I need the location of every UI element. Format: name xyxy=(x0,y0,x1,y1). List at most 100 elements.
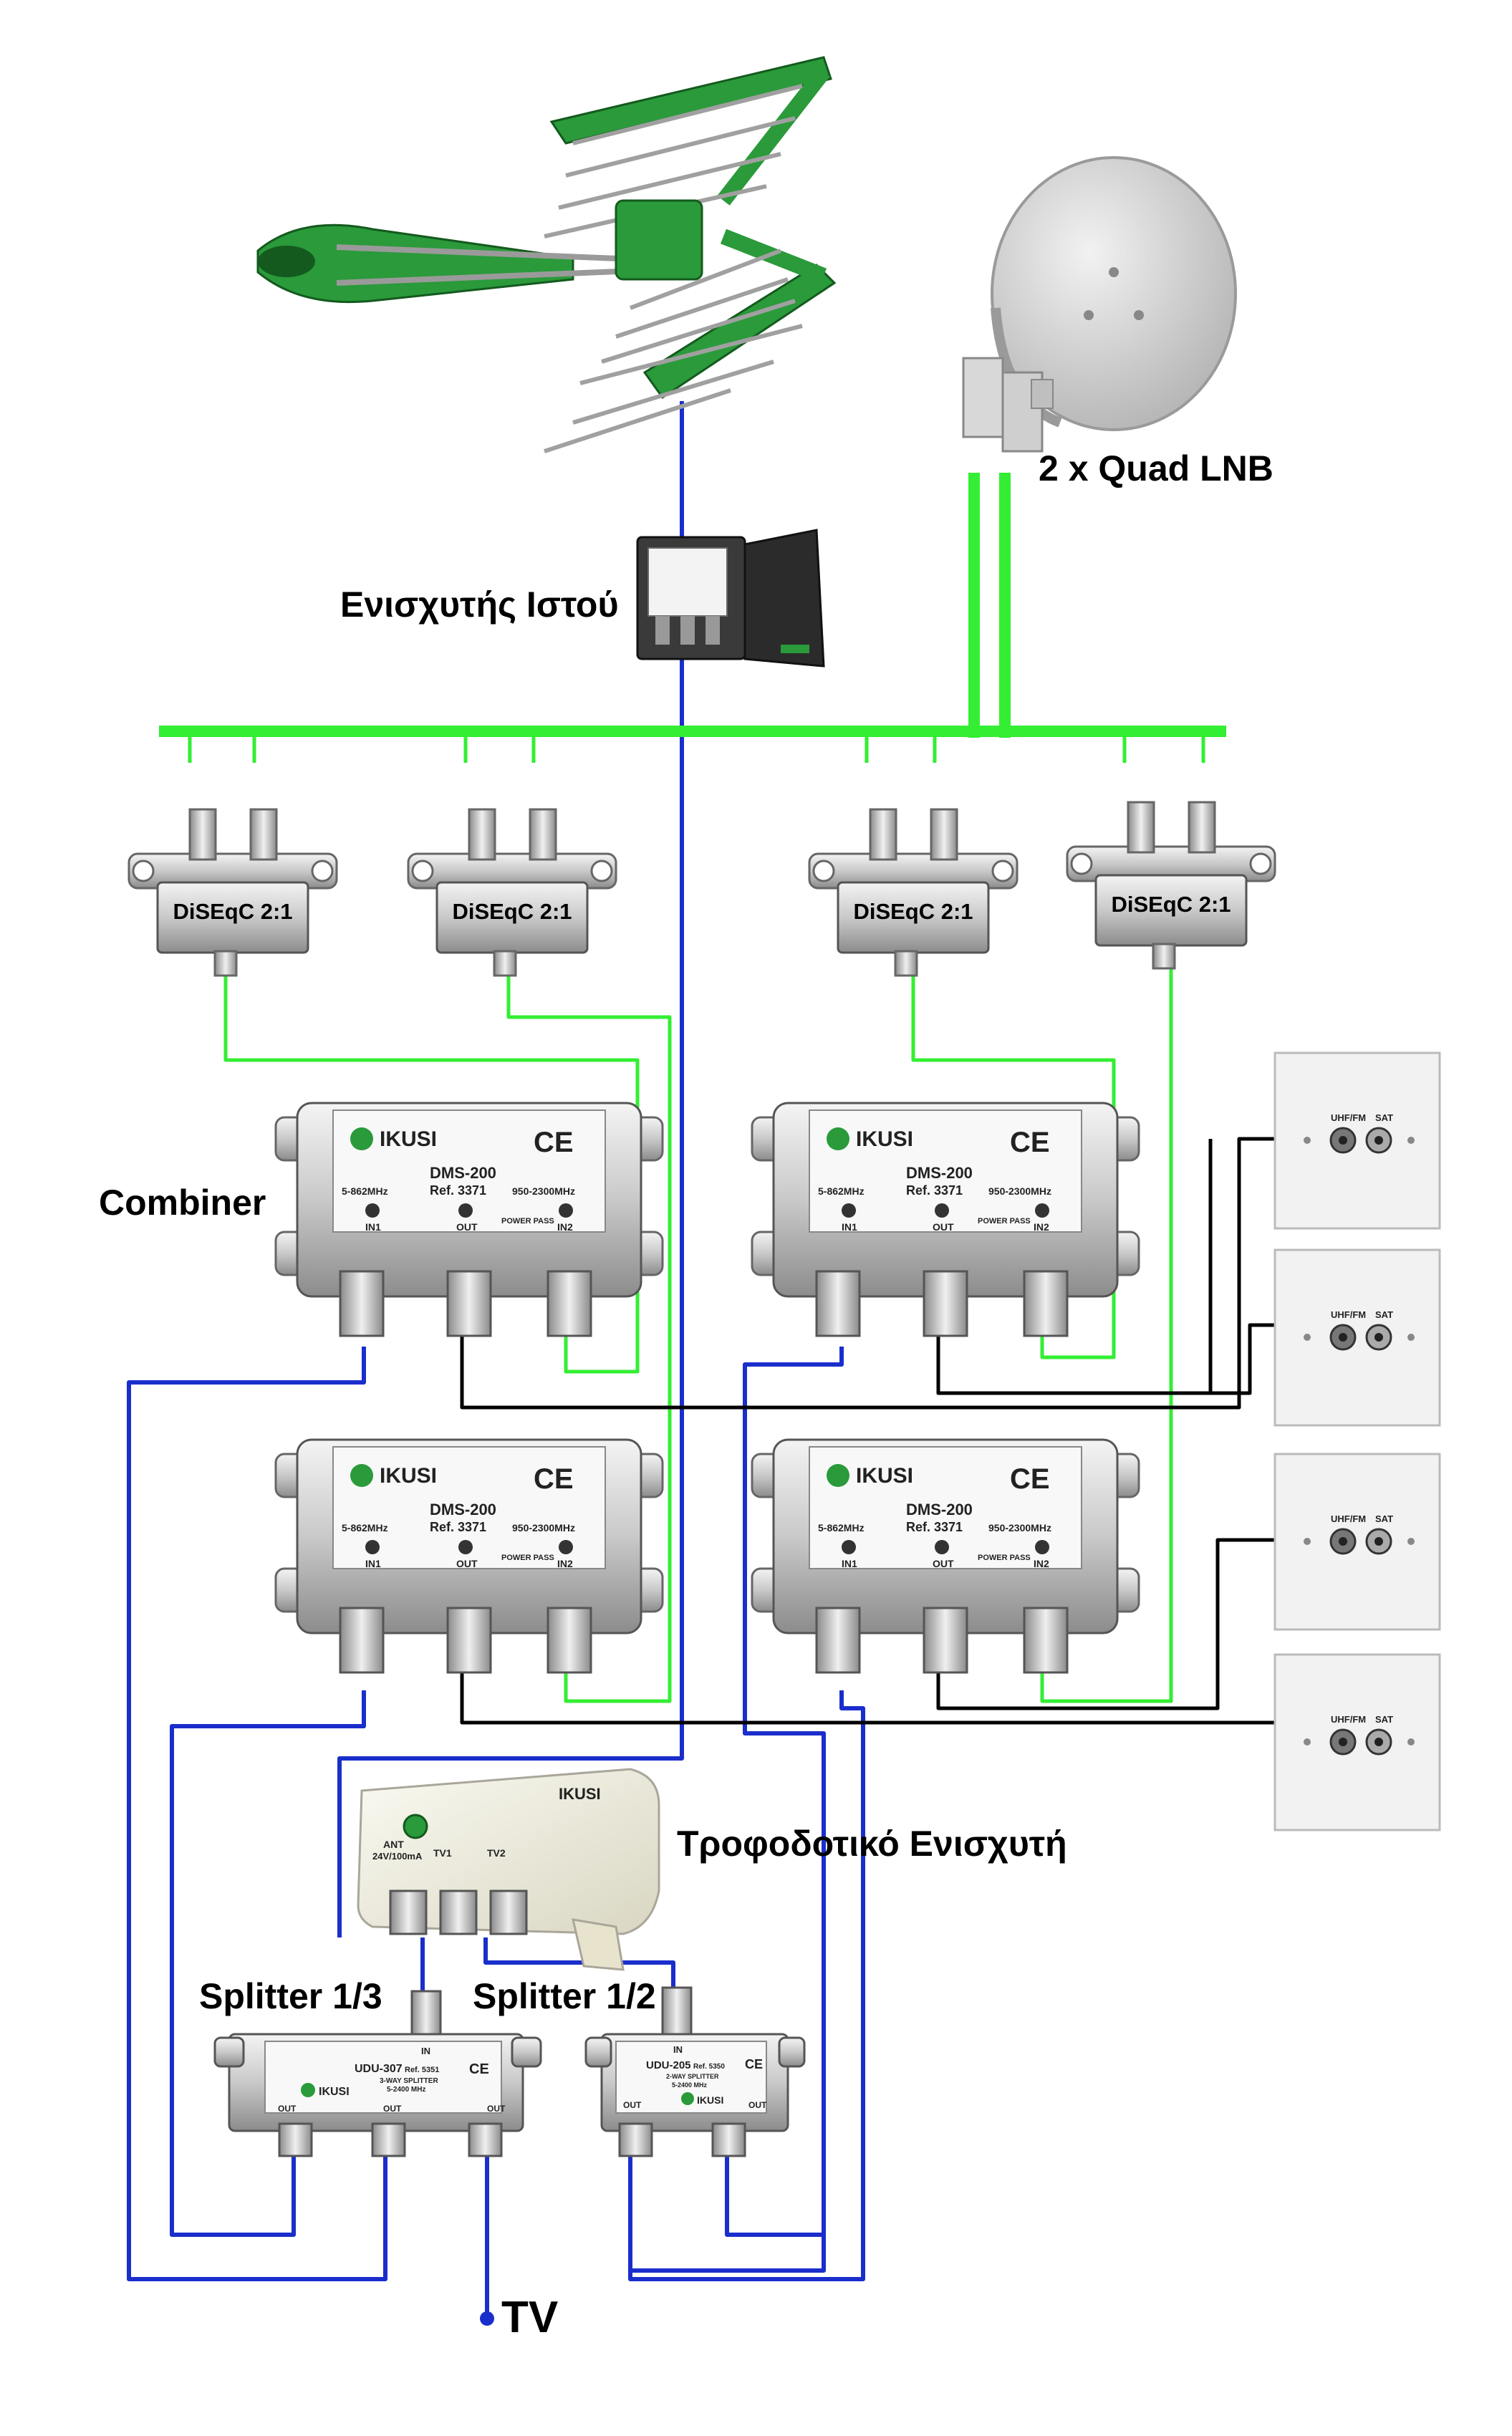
combiner-4: IKUSI CE DMS-200 Ref. 3371 5-862MHz 950-… xyxy=(751,1438,1140,1674)
lnb-cable-1 xyxy=(968,473,980,738)
svg-text:5-862MHz: 5-862MHz xyxy=(818,1185,865,1197)
svg-text:IN2: IN2 xyxy=(1034,1558,1049,1569)
diseqc-switch-3: DiSEqC 2:1 xyxy=(808,808,1019,977)
svg-text:POWER PASS: POWER PASS xyxy=(501,1554,554,1562)
svg-text:5-2400 MHz: 5-2400 MHz xyxy=(387,2086,425,2094)
splitter-1-3: IN UDU-307 Ref. 5351 3-WAY SPLITTER 5-24… xyxy=(213,1990,542,2157)
mast-feed-line xyxy=(337,401,684,1937)
combiner-1: IKUSI CE DMS-200 Ref. 3371 5-862MHz 950-… xyxy=(274,1102,664,1337)
combiner3-in1-line xyxy=(170,1690,366,2237)
amplifier-power-supply: IKUSI ANT 24V/100mA TV1 TV2 xyxy=(357,1768,660,1971)
svg-text:UHF/FM: UHF/FM xyxy=(1331,1309,1366,1320)
svg-text:CE: CE xyxy=(534,1463,574,1495)
svg-text:IN1: IN1 xyxy=(842,1221,857,1233)
svg-text:IKUSI: IKUSI xyxy=(380,1127,437,1151)
svg-text:TV2: TV2 xyxy=(487,1847,506,1859)
satellite-dish-icon xyxy=(962,156,1237,453)
svg-text:5-862MHz: 5-862MHz xyxy=(342,1522,388,1534)
wall-outlet-4: UHF/FM SAT xyxy=(1273,1653,1441,1831)
svg-text:SAT: SAT xyxy=(1375,1714,1393,1725)
svg-text:TV1: TV1 xyxy=(433,1847,452,1859)
svg-text:Ref. 3371: Ref. 3371 xyxy=(906,1183,963,1198)
combiner4-in1-line xyxy=(628,1690,865,2281)
splitter-1-3-label: Splitter 1/3 xyxy=(199,1976,382,2016)
sat-bus-bar xyxy=(159,726,1226,737)
psu-to-splitter12 xyxy=(483,1937,675,1991)
svg-text:SAT: SAT xyxy=(1375,1309,1393,1320)
svg-text:OUT: OUT xyxy=(487,2104,506,2114)
svg-text:UHF/FM: UHF/FM xyxy=(1331,1714,1366,1725)
svg-text:IKUSI: IKUSI xyxy=(380,1464,437,1488)
svg-text:IN2: IN2 xyxy=(1034,1221,1049,1233)
svg-text:IKUSI: IKUSI xyxy=(319,2086,350,2098)
svg-text:IN1: IN1 xyxy=(842,1558,857,1569)
diseqc-switch-4: DiSEqC 2:1 xyxy=(1066,801,1276,970)
wall-outlet-3: UHF/FM SAT xyxy=(1273,1453,1441,1631)
svg-text:CE: CE xyxy=(1010,1127,1050,1158)
wall-outlet-2: UHF/FM SAT xyxy=(1273,1248,1441,1427)
svg-text:POWER PASS: POWER PASS xyxy=(978,1554,1031,1562)
svg-text:SAT: SAT xyxy=(1375,1112,1393,1123)
svg-text:5-862MHz: 5-862MHz xyxy=(818,1522,865,1534)
outlet-wires xyxy=(460,1137,1275,1725)
svg-text:POWER PASS: POWER PASS xyxy=(978,1217,1031,1226)
tv-label: TV xyxy=(501,2293,559,2342)
svg-text:5-2400 MHz: 5-2400 MHz xyxy=(672,2081,708,2089)
splitter-1-2-label: Splitter 1/2 xyxy=(473,1976,656,2016)
svg-text:5-862MHz: 5-862MHz xyxy=(342,1185,388,1197)
svg-text:DMS-200: DMS-200 xyxy=(430,1164,496,1182)
svg-text:DMS-200: DMS-200 xyxy=(430,1501,496,1518)
svg-text:UHF/FM: UHF/FM xyxy=(1331,1112,1366,1123)
svg-text:DMS-200: DMS-200 xyxy=(906,1164,973,1182)
combiner-label: Combiner xyxy=(99,1183,266,1223)
combiner-3: IKUSI CE DMS-200 Ref. 3371 5-862MHz 950-… xyxy=(274,1438,664,1674)
svg-text:OUT: OUT xyxy=(933,1221,954,1233)
svg-text:OUT: OUT xyxy=(456,1558,478,1569)
svg-text:IN: IN xyxy=(673,2044,683,2055)
svg-text:Ref. 3371: Ref. 3371 xyxy=(906,1520,963,1534)
svg-text:IKUSI: IKUSI xyxy=(856,1464,913,1488)
svg-text:DiSEqC 2:1: DiSEqC 2:1 xyxy=(1111,892,1231,917)
svg-text:CE: CE xyxy=(1010,1463,1050,1495)
svg-text:IKUSI: IKUSI xyxy=(697,2094,723,2106)
svg-text:POWER PASS: POWER PASS xyxy=(501,1217,554,1226)
svg-text:24V/100mA: 24V/100mA xyxy=(372,1851,423,1862)
svg-text:IN: IN xyxy=(421,2046,430,2056)
combiner-2: IKUSI CE DMS-200 Ref. 3371 5-862MHz 950-… xyxy=(751,1102,1140,1337)
svg-text:Ref. 3371: Ref. 3371 xyxy=(430,1520,486,1534)
svg-text:IN2: IN2 xyxy=(557,1221,573,1233)
lnb-cable-2 xyxy=(999,473,1011,738)
svg-text:IKUSI: IKUSI xyxy=(559,1785,601,1803)
svg-text:UDU-205: UDU-205 xyxy=(646,2059,691,2071)
mast-amplifier-icon xyxy=(636,529,825,668)
svg-text:2-WAY SPLITTER: 2-WAY SPLITTER xyxy=(666,2073,719,2080)
svg-text:OUT: OUT xyxy=(456,1221,478,1233)
svg-text:Ref. 5350: Ref. 5350 xyxy=(693,2063,725,2071)
psu-led-icon xyxy=(403,1814,428,1839)
svg-text:OUT: OUT xyxy=(383,2104,402,2114)
svg-text:Ref. 3371: Ref. 3371 xyxy=(430,1183,486,1198)
svg-text:CE: CE xyxy=(534,1127,574,1158)
svg-text:950-2300MHz: 950-2300MHz xyxy=(988,1522,1051,1534)
tv-endpoint-dot xyxy=(480,2311,494,2326)
svg-text:IKUSI: IKUSI xyxy=(856,1127,913,1151)
svg-text:IN1: IN1 xyxy=(365,1221,381,1233)
quad-lnb-label: 2 x Quad LNB xyxy=(1039,448,1273,488)
svg-text:DMS-200: DMS-200 xyxy=(906,1501,973,1518)
diseqc-switch-2: DiSEqC 2:1 xyxy=(407,808,617,977)
svg-text:Ref. 5351: Ref. 5351 xyxy=(405,2066,439,2074)
diseqc-switch-1: DiSEqC 2:1 xyxy=(127,808,338,977)
mast-amplifier-label: Ενισχυτής Ιστού xyxy=(340,584,619,625)
svg-text:OUT: OUT xyxy=(278,2104,297,2114)
svg-text:950-2300MHz: 950-2300MHz xyxy=(512,1522,575,1534)
svg-text:SAT: SAT xyxy=(1375,1513,1393,1524)
svg-text:OUT: OUT xyxy=(623,2100,642,2110)
svg-text:DiSEqC 2:1: DiSEqC 2:1 xyxy=(853,899,973,924)
svg-text:DiSEqC 2:1: DiSEqC 2:1 xyxy=(452,899,572,924)
splitter-1-2: IN UDU-205 Ref. 5350 2-WAY SPLITTER 5-24… xyxy=(584,1986,806,2157)
svg-text:CE: CE xyxy=(745,2057,763,2071)
svg-text:IN1: IN1 xyxy=(365,1558,381,1569)
splitter2-out2-line xyxy=(725,2152,824,2237)
terrestrial-wires xyxy=(127,401,865,2319)
